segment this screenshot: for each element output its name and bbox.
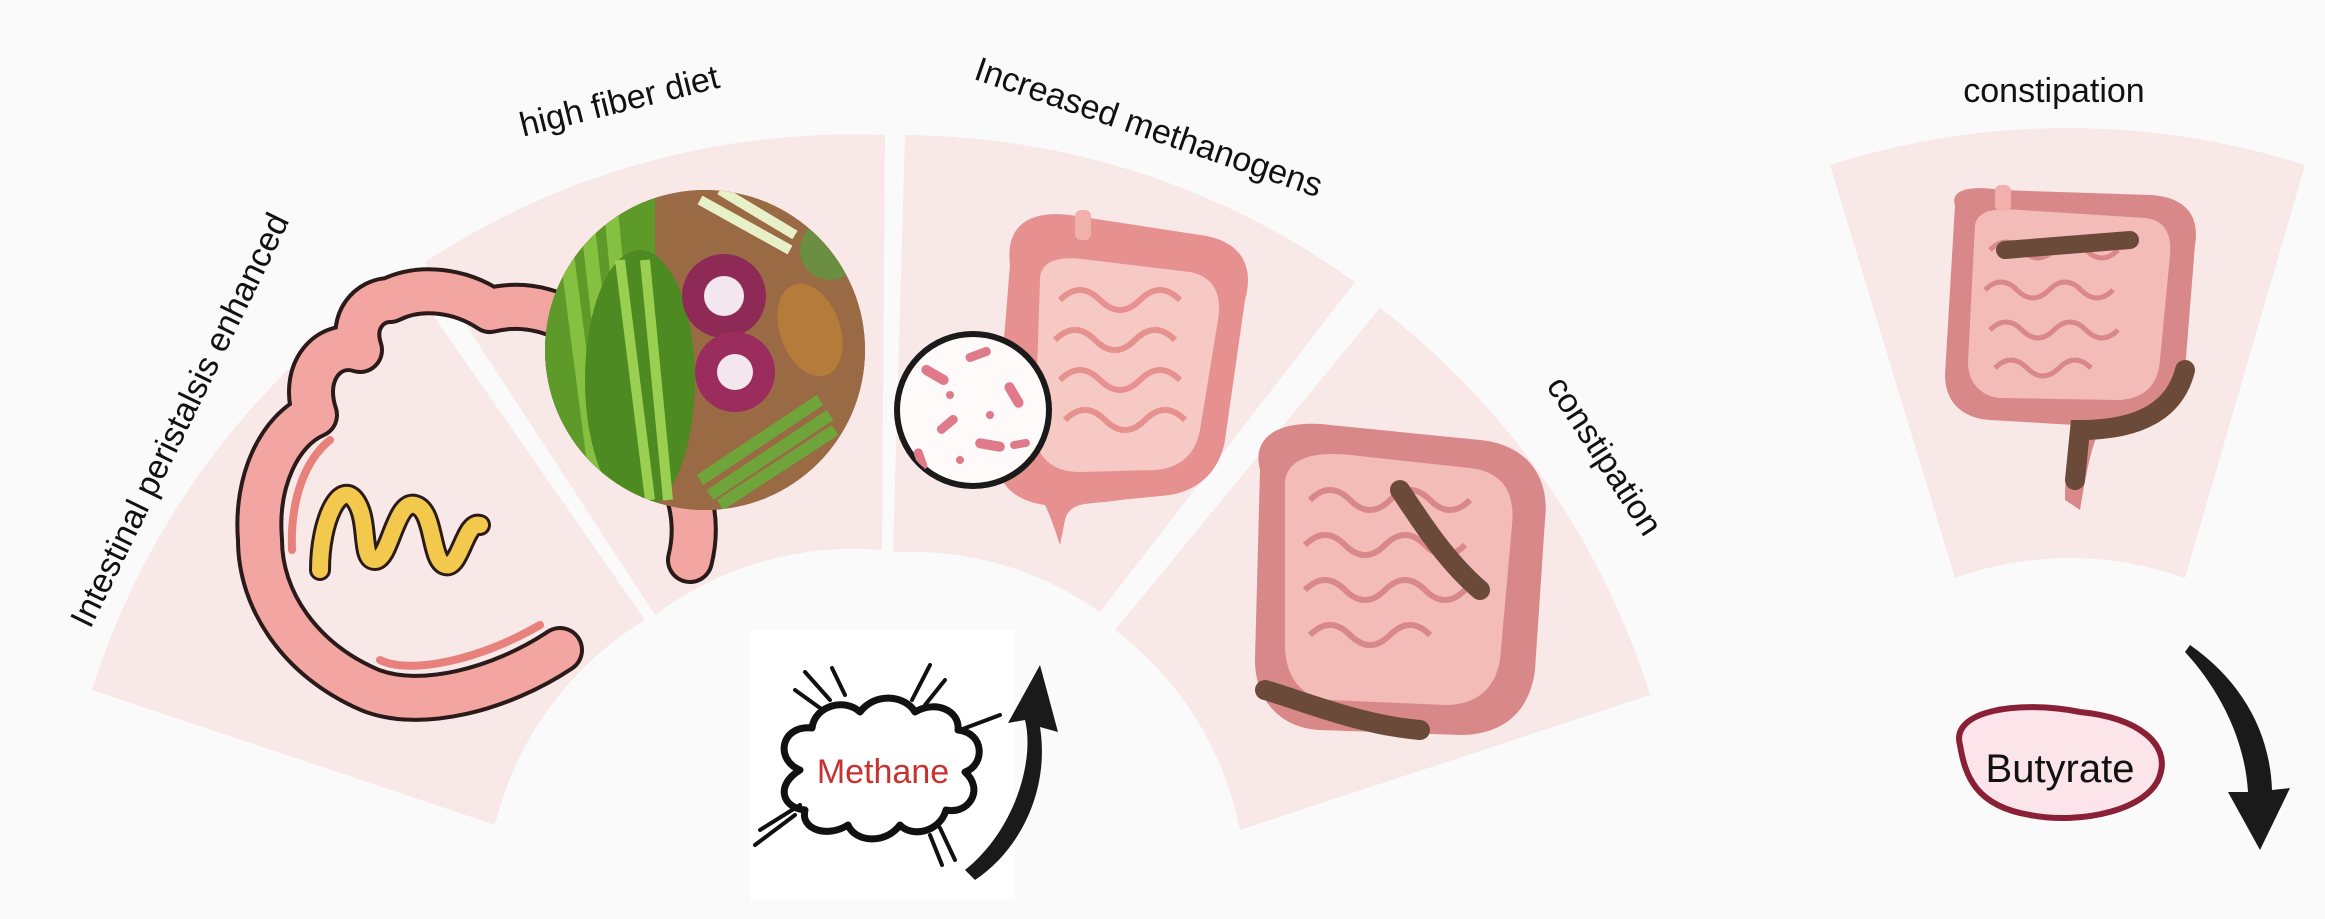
gas-cloud-icon — [780, 694, 983, 843]
label-constipation-right: constipation — [1963, 72, 2144, 110]
burst-lines — [753, 663, 1002, 867]
methane-group — [750, 630, 1058, 900]
intestine-with-stool-right-icon — [1945, 185, 2196, 510]
intestine-with-stool-icon — [1255, 423, 1546, 740]
vegetables-photo-icon — [545, 190, 865, 510]
label-methane: Methane — [817, 753, 949, 791]
butyrate-shape — [1956, 704, 2165, 821]
intestine-with-bacteria-icon — [894, 210, 1248, 546]
butyrate-group — [1956, 645, 2290, 850]
label-fiber: high fiber diet — [516, 58, 724, 144]
label-butyrate: Butyrate — [1986, 747, 2135, 791]
curved-arrow-up-icon — [965, 665, 1058, 880]
curved-arrow-down-icon — [2185, 645, 2290, 850]
